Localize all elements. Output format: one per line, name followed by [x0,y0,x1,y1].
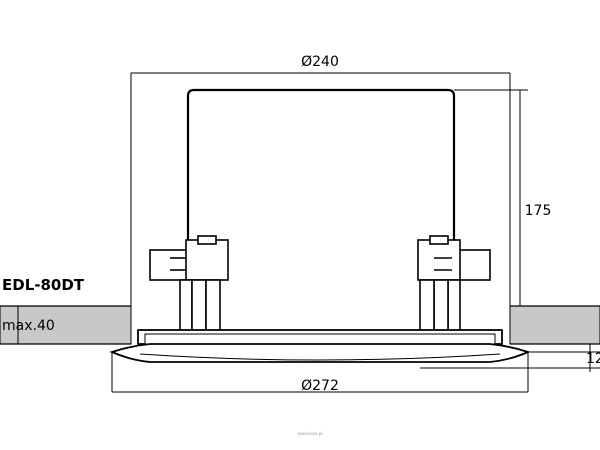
dimension-box [130,72,511,306]
ceiling-panels [0,305,600,345]
front-grille [109,329,531,363]
ceiling-right [509,305,600,345]
model-label: EDL-80DT [2,276,85,294]
ceiling-thickness-label: max.40 [2,318,55,334]
bottom-dimension [111,352,529,393]
flange-dimension [420,344,600,372]
left-bracket [149,235,229,333]
flange-height-label: 12 [586,351,600,367]
right-bracket [417,235,491,333]
height-dimension [454,89,528,307]
height-label: 175 [525,203,552,219]
ceiling-left [0,305,132,345]
top-diameter-label: Ø240 [301,54,339,70]
ceiling-thickness-dimension [10,305,26,345]
watermark: www.kasa.pl [298,431,323,436]
speaker-can [186,88,456,260]
bottom-diameter-label: Ø272 [301,378,339,394]
